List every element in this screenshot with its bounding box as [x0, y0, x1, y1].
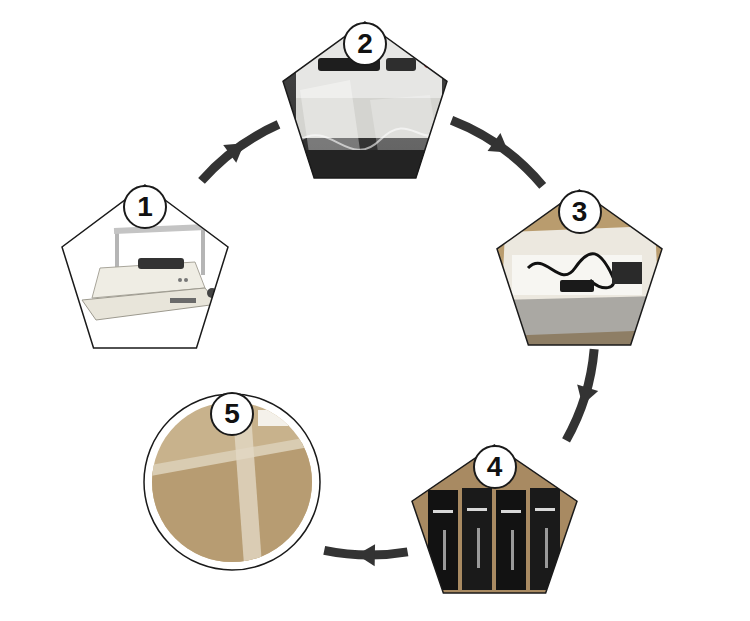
node-border — [412, 445, 577, 593]
flow-line — [202, 124, 279, 180]
flow-arrow — [566, 349, 598, 440]
node-border — [62, 185, 228, 348]
machine-photo — [60, 180, 230, 350]
node-border — [283, 22, 447, 178]
step-node: 1 — [62, 185, 228, 348]
arrow-head — [223, 143, 244, 163]
step-node: 5 — [144, 392, 320, 572]
step-number: 2 — [357, 30, 373, 58]
arrow-head — [488, 133, 509, 152]
step-number: 5 — [224, 400, 240, 428]
arrow-head — [357, 544, 375, 566]
photo-ring — [145, 395, 319, 569]
arrow-head — [577, 384, 598, 404]
node-border — [144, 394, 320, 570]
flow-line — [452, 120, 543, 185]
step-number: 1 — [137, 193, 153, 221]
flow-arrow — [452, 120, 543, 185]
step-badge: 3 — [558, 190, 602, 234]
step-node: 2 — [283, 22, 447, 178]
step-number: 3 — [572, 198, 588, 226]
wrapped-machine-photo — [280, 20, 450, 180]
accessory-box-photo — [495, 188, 665, 348]
sealed-carton-photo — [150, 400, 315, 565]
step-node: 3 — [497, 190, 662, 345]
step-node: 4 — [412, 445, 577, 593]
step-badge: 2 — [343, 22, 387, 66]
flow-arrow — [202, 124, 279, 180]
step-badge: 5 — [210, 392, 254, 436]
step-badge: 1 — [123, 185, 167, 229]
step-number: 4 — [487, 453, 503, 481]
node-border — [497, 190, 662, 345]
boxed-items-photo — [410, 443, 580, 595]
flow-arrow — [324, 544, 407, 566]
step-badge: 4 — [473, 445, 517, 489]
